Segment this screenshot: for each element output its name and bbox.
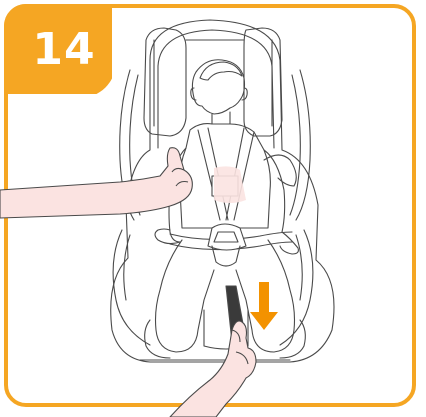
- child-arm-right: [264, 150, 285, 232]
- down-arrow-icon: [250, 282, 278, 330]
- child-leg-left: [156, 240, 215, 352]
- hand-right: [170, 321, 256, 417]
- seat-shell-inner: [158, 30, 274, 148]
- hand-left: [0, 148, 192, 218]
- side-wing-right: [296, 70, 310, 220]
